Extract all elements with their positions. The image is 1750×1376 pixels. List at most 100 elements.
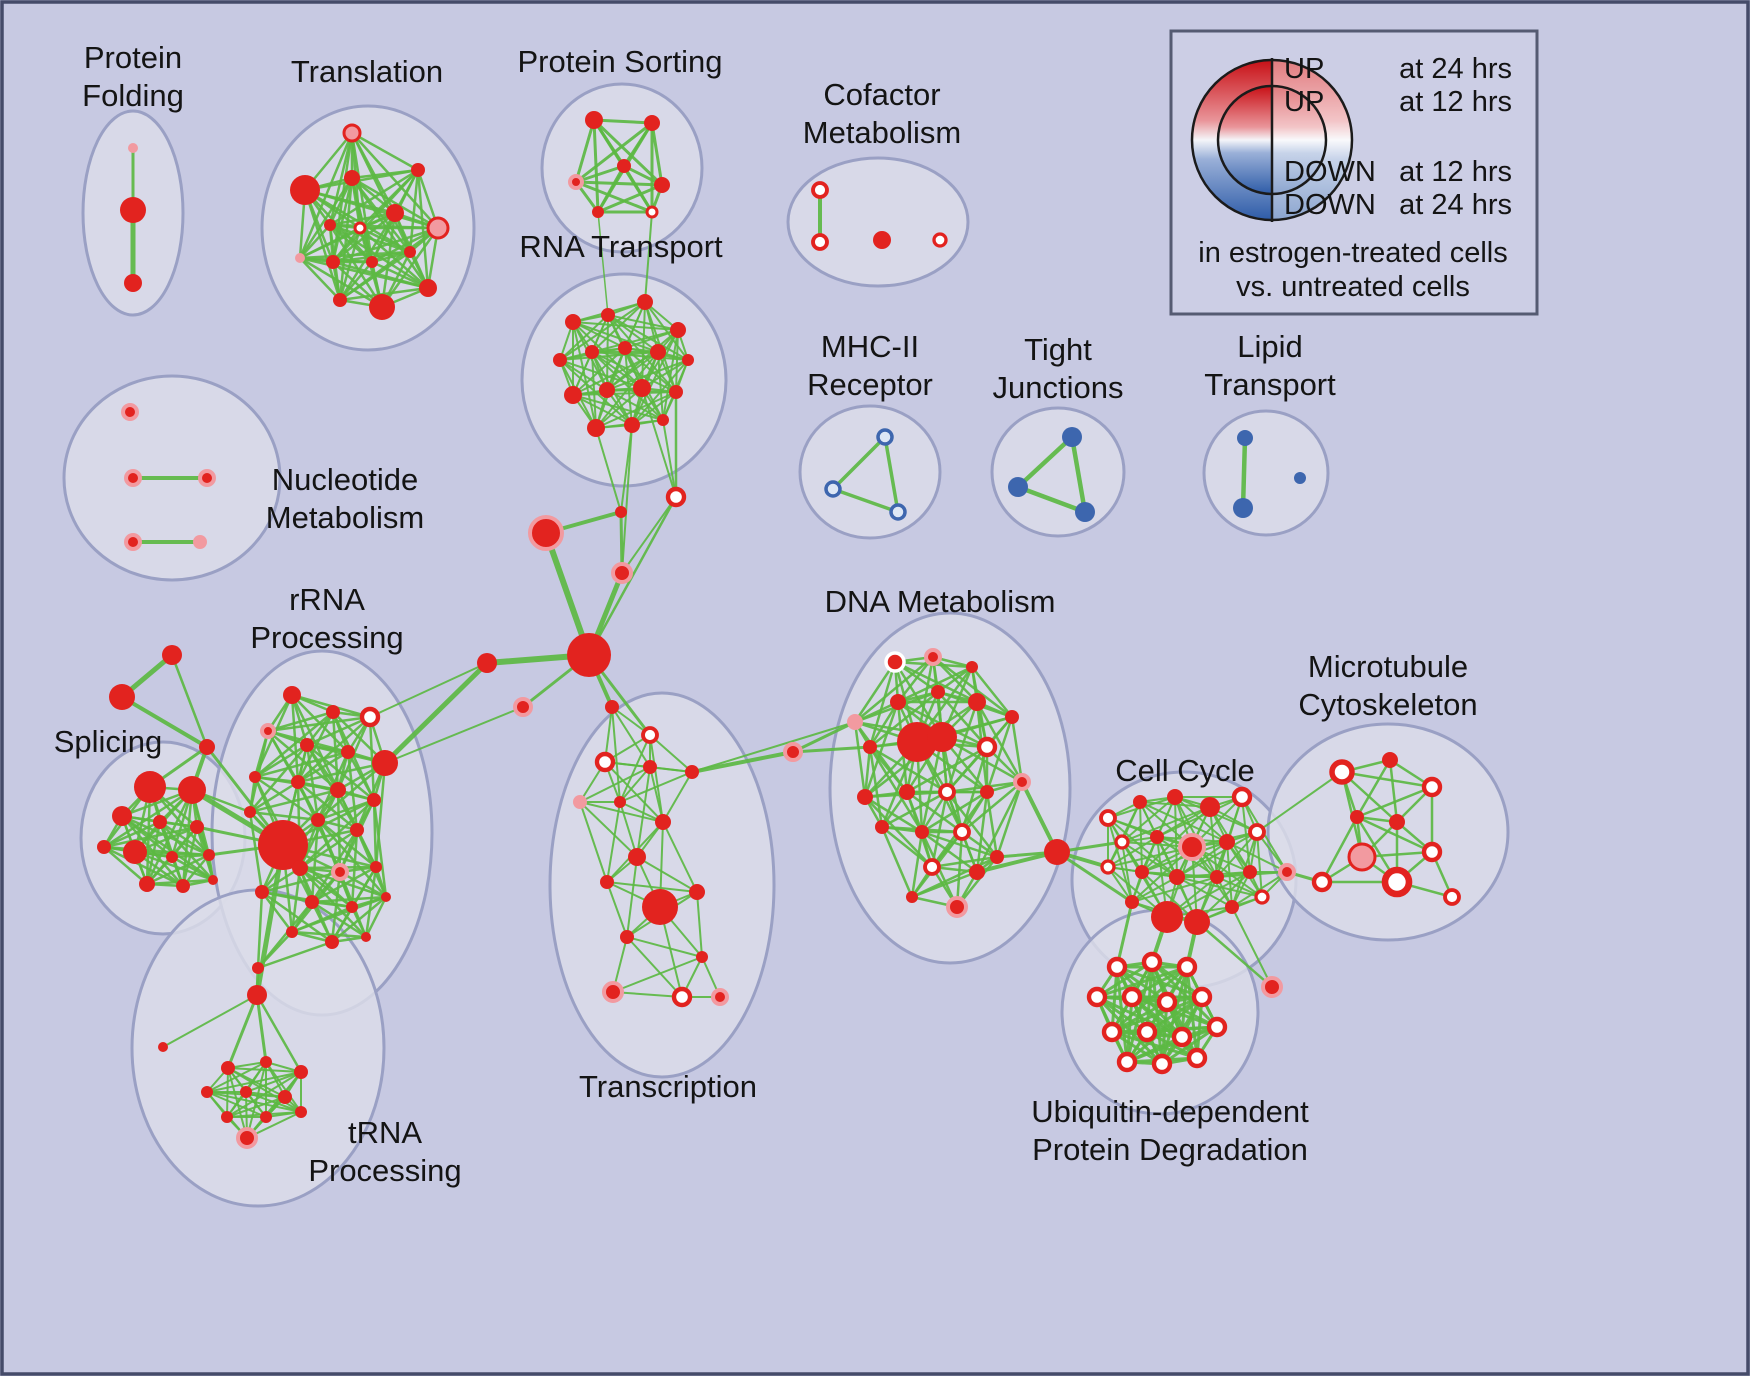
gene-node-cc10 [1100, 859, 1116, 875]
gene-node-rr4 [300, 738, 314, 752]
cluster-label: DNA Metabolism [825, 584, 1056, 619]
gene-node-cf3 [932, 232, 948, 248]
network-edge [1121, 841, 1133, 903]
gene-node-rr14 [258, 820, 308, 870]
network-edge [316, 818, 378, 869]
network-edge [1115, 900, 1134, 969]
gene-node-cc4 [1231, 786, 1253, 808]
gene-node-dm22 [906, 891, 918, 903]
gene-node-pf1 [120, 197, 146, 223]
network-edge [328, 168, 420, 227]
gene-node-rt2 [637, 294, 653, 310]
gene-node-rr1 [326, 705, 340, 719]
gene-node-dm20 [923, 858, 941, 876]
network-edge [644, 301, 689, 361]
network-edge [305, 743, 320, 822]
network-edge [102, 825, 199, 849]
gene-node-t5 [353, 221, 367, 235]
gene-node-cx0 [1044, 839, 1070, 865]
network-edge [350, 131, 440, 230]
network-edge [328, 211, 397, 227]
gene-node-tr9 [260, 1111, 272, 1123]
network-edge [606, 351, 659, 391]
gene-node-nm3 [124, 533, 142, 551]
gene-node-rt4 [553, 353, 567, 367]
gene-node-dm9 [897, 722, 937, 762]
gene-node-rt6 [618, 341, 632, 355]
gene-node-rr10 [367, 793, 381, 807]
network-edge [331, 176, 354, 264]
gene-node-t6 [386, 204, 404, 222]
gene-node-cf1 [811, 233, 829, 251]
network-edge [853, 720, 867, 799]
gene-node-tx13 [696, 951, 708, 963]
network-edge [384, 706, 524, 764]
network-edge [791, 720, 857, 754]
gene-node-ps6 [645, 205, 659, 219]
gene-node-ub3 [1086, 986, 1108, 1008]
network-edge [641, 301, 646, 389]
gene-node-tx2 [594, 751, 616, 773]
network-edge [591, 351, 597, 429]
network-edge [597, 211, 609, 316]
network-edge [868, 745, 924, 834]
gene-node-st0 [162, 645, 182, 665]
network-edge [880, 825, 914, 899]
network-edge [120, 695, 209, 749]
gene-node-sp5 [123, 840, 147, 864]
gene-node-mh2 [889, 503, 907, 521]
network-edge [612, 956, 703, 993]
legend-right-half-overlay [1272, 60, 1352, 220]
network-nodes [97, 111, 1461, 1149]
network-edge [1231, 906, 1273, 988]
gene-node-cc6 [1150, 830, 1164, 844]
gene-node-cf0 [811, 181, 829, 199]
cluster-ellipse-transcription [548, 691, 776, 1079]
gene-node-sp8 [203, 849, 215, 861]
network-edge [863, 795, 934, 869]
gene-node-dm11 [976, 736, 998, 758]
network-edge [1130, 995, 1219, 1029]
network-edge [905, 745, 989, 794]
network-edge [1010, 715, 1024, 784]
gene-node-rt14 [624, 417, 640, 433]
network-edge [170, 853, 211, 859]
network-edge [572, 347, 626, 396]
network-edge [559, 314, 609, 361]
network-edge [619, 801, 638, 858]
gene-node-sp7 [166, 851, 178, 863]
gene-node-tx6 [614, 796, 626, 808]
network-edge [255, 993, 303, 1074]
network-edge [350, 131, 374, 264]
gene-node-st1 [109, 684, 135, 710]
network-edge [690, 750, 795, 774]
network-edge [1355, 785, 1434, 819]
gene-node-rr20 [346, 901, 358, 913]
network-edge [1145, 995, 1204, 1034]
network-edge [619, 734, 651, 803]
network-edge [253, 743, 309, 779]
gene-node-rr24 [361, 932, 371, 942]
gene-node-rr5 [341, 745, 355, 759]
gene-node-dm19 [953, 823, 971, 841]
gene-node-rr12 [311, 813, 325, 827]
network-edge [1195, 920, 1274, 989]
network-edge [1226, 841, 1288, 873]
network-edge [303, 188, 440, 230]
network-edge [1256, 831, 1263, 898]
network-edge [1231, 871, 1288, 908]
gene-node-mt9 [1311, 871, 1333, 893]
network-edge [1015, 434, 1075, 490]
network-edge [102, 788, 194, 849]
gene-node-ub7 [1101, 1021, 1123, 1043]
gene-node-dm15 [980, 785, 994, 799]
gene-node-rr8 [291, 775, 305, 789]
legend-down-12-label: DOWN [1284, 156, 1376, 188]
network-edge [626, 936, 683, 998]
network-edge [1125, 1025, 1219, 1064]
gene-node-ps3 [617, 159, 631, 173]
